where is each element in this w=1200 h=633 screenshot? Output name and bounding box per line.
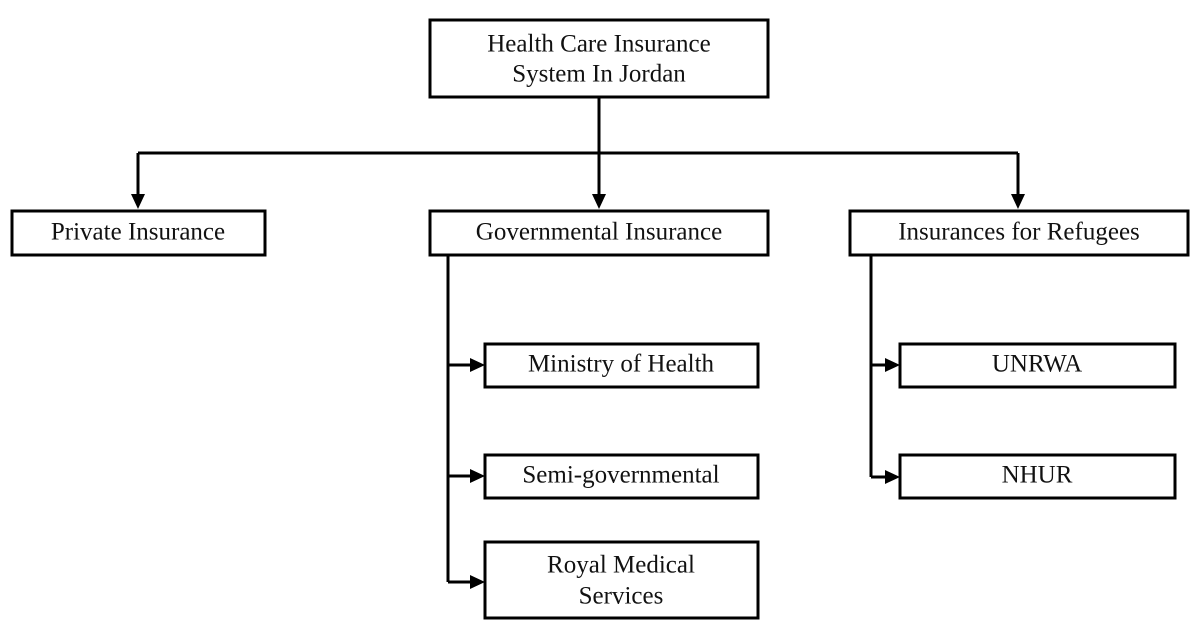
node-private-insurance[interactable]: Private Insurance <box>10 209 267 257</box>
node-semi-governmental-label: Semi-governmental <box>522 462 719 489</box>
node-nhur[interactable]: NHUR <box>898 453 1177 500</box>
node-root-label-line1: Health Care Insurance <box>487 31 711 58</box>
node-root-box <box>428 18 770 99</box>
node-ministry-of-health-box <box>483 342 760 389</box>
node-private-insurance-label: Private Insurance <box>51 219 225 246</box>
node-insurances-for-refugees-box <box>848 209 1190 257</box>
node-governmental-insurance-label: Governmental Insurance <box>476 219 722 246</box>
node-unrwa-box <box>898 342 1177 389</box>
arrow-head-governmental <box>592 194 606 209</box>
node-royal-medical-services-label-line1: Royal Medical <box>547 552 695 579</box>
node-nhur-label: NHUR <box>1002 462 1073 489</box>
node-governmental-insurance[interactable]: Governmental Insurance <box>428 209 770 257</box>
node-unrwa[interactable]: UNRWA <box>898 342 1177 389</box>
arrow-head-rms <box>470 575 485 589</box>
node-royal-medical-services-box <box>483 540 760 620</box>
node-semi-governmental[interactable]: Semi-governmental <box>483 453 760 500</box>
node-ministry-of-health-label: Ministry of Health <box>528 351 715 378</box>
node-insurances-for-refugees-label: Insurances for Refugees <box>898 219 1140 246</box>
arrow-head-refugees <box>1011 194 1025 209</box>
arrow-head-nhur <box>885 470 900 484</box>
arrow-head-semi <box>470 469 485 483</box>
node-semi-governmental-box <box>483 453 760 500</box>
arrow-head-unrwa <box>885 358 900 372</box>
node-unrwa-label: UNRWA <box>992 351 1082 378</box>
node-root-label-line2: System In Jordan <box>512 61 686 88</box>
node-royal-medical-services-label-line2: Services <box>579 583 664 610</box>
connector-layer <box>131 97 1025 589</box>
arrow-head-private <box>131 194 145 209</box>
node-root[interactable]: Health Care Insurance System In Jordan <box>428 18 770 99</box>
node-governmental-insurance-box <box>428 209 770 257</box>
node-private-insurance-box <box>10 209 267 257</box>
node-ministry-of-health[interactable]: Ministry of Health <box>483 342 760 389</box>
node-insurances-for-refugees[interactable]: Insurances for Refugees <box>848 209 1190 257</box>
node-nhur-box <box>898 453 1177 500</box>
arrow-head-moh <box>470 358 485 372</box>
node-royal-medical-services[interactable]: Royal Medical Services <box>483 540 760 620</box>
